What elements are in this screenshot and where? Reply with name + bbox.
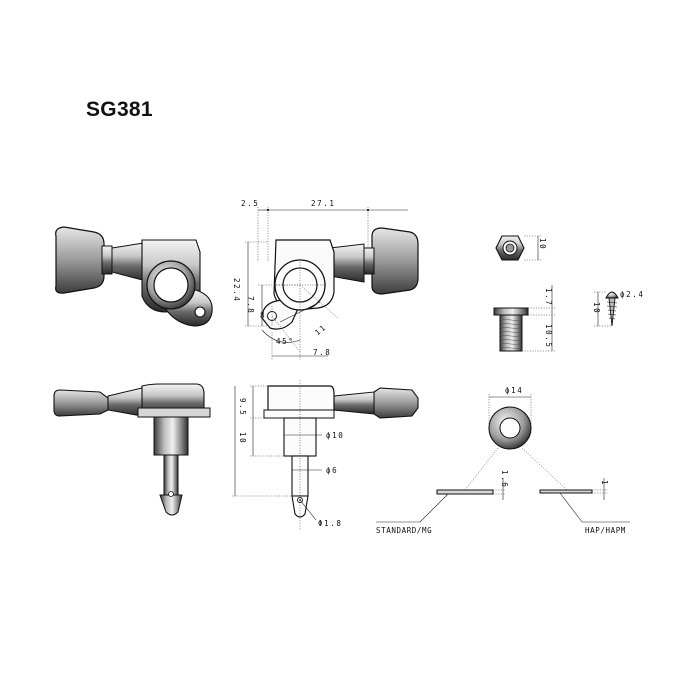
plate-hap: 1 HAP/HAPM (539, 478, 630, 535)
dim-1-7: 1.7 (544, 288, 553, 306)
front-view-photo (55, 226, 213, 327)
front-view-drawing: 2.5 27.1 22.4 7.8 8 11 45° 7.8 (232, 199, 419, 360)
dim-10-side: 10 (238, 432, 247, 444)
dim-27-1: 27.1 (311, 199, 335, 208)
wood-screw: 10 ϕ2.4 (592, 290, 644, 327)
dim-screw-10: 10 (592, 302, 601, 314)
dim-nut-10: 10 (538, 238, 547, 250)
dim-22-4: 22.4 (232, 278, 241, 302)
plate-standard: 1.6 STANDARD/MG (376, 470, 509, 535)
dim-phi2-4: ϕ2.4 (620, 290, 644, 299)
bushing: 1.7 10.5 (493, 285, 556, 352)
side-view-photo (53, 383, 211, 516)
hex-nut: 10 (495, 235, 547, 261)
dim-phi6: ϕ6 (326, 466, 338, 475)
label-hap-hapm: HAP/HAPM (585, 526, 626, 535)
dim-9-5: 9.5 (238, 398, 247, 416)
dim-7-8-horizontal: 7.8 (313, 348, 331, 357)
label-standard-mg: STANDARD/MG (376, 526, 432, 535)
dim-phi1-8: Φ1.8 (318, 519, 342, 528)
dim-phi14: ϕ14 (505, 386, 523, 395)
dim-45-degrees: 45° (276, 337, 294, 346)
side-view-drawing: 9.5 10 ϕ10 ϕ6 Φ1.8 (232, 380, 419, 530)
washer: ϕ14 (464, 386, 568, 491)
dim-1: 1 (600, 480, 609, 486)
dim-8: 8 (260, 311, 266, 320)
dim-7-8-vertical: 7.8 (246, 296, 255, 314)
model-title: SG381 (86, 98, 153, 121)
dim-2-5: 2.5 (241, 199, 259, 208)
dim-1-6: 1.6 (500, 470, 509, 488)
dim-10-5: 10.5 (544, 324, 553, 348)
dim-phi10: ϕ10 (326, 431, 344, 440)
dim-11: 11 (313, 322, 328, 337)
